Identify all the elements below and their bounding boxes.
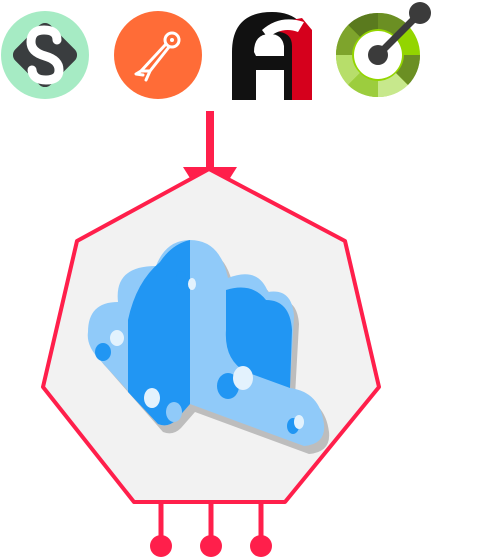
postman-logo-icon xyxy=(114,11,202,99)
output-connector-1 xyxy=(150,502,172,557)
stoplight-logo-icon xyxy=(1,11,89,99)
apicurio-logo-icon xyxy=(232,12,312,100)
output-connector-2 xyxy=(200,502,222,557)
openapi-logo-icon xyxy=(335,2,431,98)
output-connector-3 xyxy=(250,502,272,557)
microcks-cloud-icon xyxy=(87,240,330,454)
